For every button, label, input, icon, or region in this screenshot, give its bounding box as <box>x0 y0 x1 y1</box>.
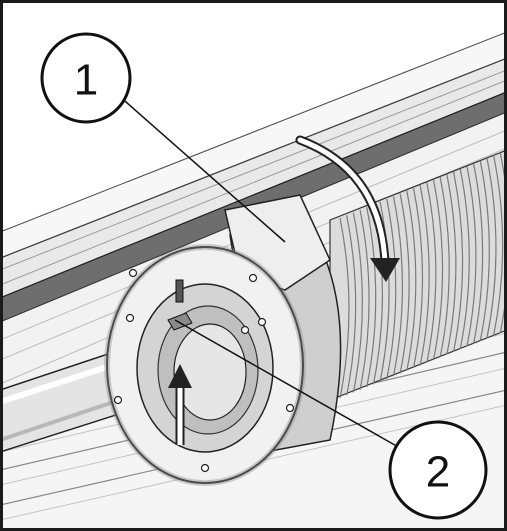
spring-coil <box>426 182 437 363</box>
spring-coil <box>419 185 430 366</box>
straight-arrow-icon <box>168 364 192 445</box>
curved-arrow-icon <box>295 135 400 282</box>
leader-line-2 <box>174 319 401 449</box>
leader-line-1 <box>117 94 286 243</box>
callout-1: 1 <box>40 32 132 124</box>
spring-coil <box>432 179 444 361</box>
spring-coil <box>359 209 370 390</box>
spring-coil <box>412 187 424 369</box>
spring-cone-flange <box>104 194 342 486</box>
callout-1-label: 1 <box>74 56 98 105</box>
spring-coil <box>346 215 357 396</box>
spring-coil <box>439 177 450 358</box>
spring-coil <box>479 160 490 341</box>
spring-coil <box>473 163 484 344</box>
spring-coil <box>352 212 363 393</box>
spring-coil <box>379 201 390 382</box>
set-screw <box>167 312 193 331</box>
spring-coil <box>386 198 397 380</box>
spring-coil <box>493 155 504 336</box>
spring-coil <box>486 158 497 339</box>
callout-2-label: 2 <box>426 448 450 497</box>
spring-coil <box>366 207 377 388</box>
spring-coil <box>399 193 410 374</box>
spring-coil <box>406 190 417 371</box>
spring-coil <box>339 217 350 399</box>
callout-2: 2 <box>388 420 488 520</box>
spring-coil <box>392 196 404 377</box>
spring-coil <box>446 174 457 355</box>
spring-coil <box>459 168 470 350</box>
spring-coil <box>452 171 464 352</box>
spring-coil <box>466 166 477 347</box>
